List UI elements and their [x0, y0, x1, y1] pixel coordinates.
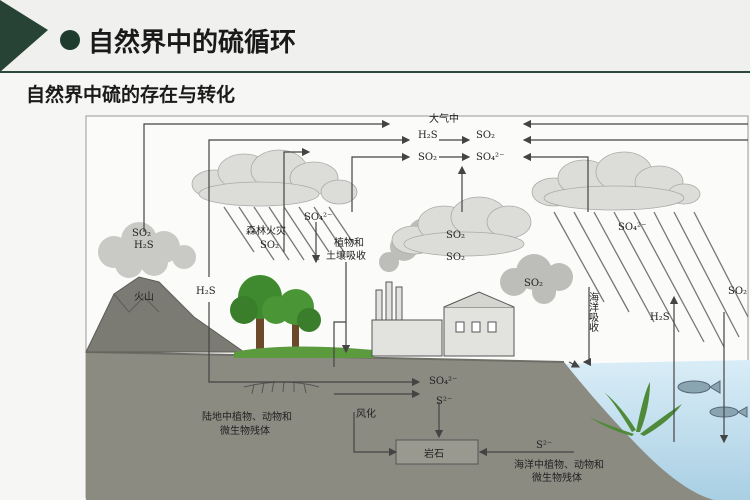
label-atm-so2-b: SO₂ [418, 152, 437, 163]
cloud-left [191, 149, 358, 207]
label-edge-so2: SO₂ [728, 286, 747, 297]
label-atm-so4: SO₄²⁻ [476, 152, 504, 163]
rain-right [553, 211, 749, 348]
label-volcano-gas-so2: SO₂ [132, 228, 151, 239]
label-land-remains-1: 陆地中植物、动物和 [202, 410, 292, 423]
forest-trees [230, 275, 374, 358]
label-atmosphere: 大气中 [429, 112, 459, 125]
label-sea-remains-1: 海洋中植物、动物和 [514, 458, 604, 471]
label-sea-remains-2: 微生物残体 [532, 471, 582, 484]
label-factory-so2: SO₂ [524, 278, 543, 289]
section-subtitle: 自然界中硫的存在与转化 [26, 84, 236, 106]
header-divider [0, 71, 750, 73]
label-weathering: 风化 [356, 407, 376, 420]
label-cloud-so2-2: SO₂ [446, 252, 465, 263]
label-rock: 岩石 [424, 447, 444, 460]
label-forest-fire: 森林火灾 [246, 224, 286, 237]
label-plant-soil-2: 土壤吸收 [326, 249, 366, 262]
rock-box [395, 439, 479, 465]
volcano-plume [98, 222, 196, 278]
label-sea-s2: S²⁻ [536, 440, 552, 451]
label-volcano: 火山 [134, 291, 154, 303]
corner-accent [0, 0, 48, 72]
ground [86, 352, 714, 500]
label-cloud-so2-1: SO₂ [446, 230, 465, 241]
bullet-dot [60, 30, 80, 50]
seaweed [589, 382, 682, 436]
label-ocean-absorb: 海洋吸收 [587, 291, 599, 333]
sulfur-cycle-diagram: 大气中 H₂S SO₂ SO₂ SO₄²⁻ SO₂ H₂S 火山 H₂S 森林火… [85, 112, 750, 500]
factory [371, 281, 515, 357]
header-band [0, 0, 750, 72]
cloud-middle [391, 196, 532, 257]
label-atm-h2s: H₂S [418, 130, 438, 141]
cloud-right [531, 151, 701, 211]
page-title: 自然界中的硫循环 [88, 28, 297, 58]
label-forest-so2: SO₂ [260, 240, 279, 251]
label-ocean-h2s: H₂S [650, 312, 670, 323]
label-volcano-h2s: H₂S [196, 286, 216, 297]
label-soil-so4: SO₄²⁻ [429, 376, 457, 387]
label-volcano-gas-h2s: H₂S [134, 240, 154, 251]
label-atm-so2-a: SO₂ [476, 130, 495, 141]
label-land-remains-2: 微生物残体 [220, 424, 270, 437]
label-plant-soil-1: 植物和 [334, 236, 364, 249]
label-soil-s2: S²⁻ [436, 396, 452, 407]
label-rain-so4-right: SO₄²⁻ [618, 222, 646, 233]
label-rain-so4-left: SO₄²⁻ [304, 212, 332, 223]
rain-left [223, 206, 355, 261]
